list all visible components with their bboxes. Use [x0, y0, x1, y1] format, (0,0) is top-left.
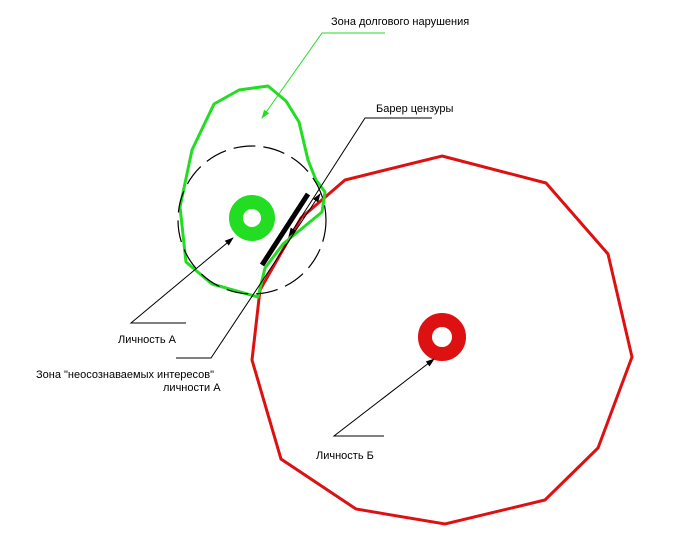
- censorship-barrier-line: [259, 192, 311, 267]
- person-b-leader: [332, 358, 435, 437]
- unconscious-zone-label-line2: личности А: [163, 382, 221, 394]
- person-a-label: Личность А: [118, 334, 177, 346]
- person-b-label: Личность Б: [316, 450, 374, 462]
- person-a-leader: [129, 237, 234, 324]
- zone-violation-label: Зона долгового нарушения: [331, 16, 469, 28]
- censorship-barrier-label: Барер цензуры: [376, 103, 454, 115]
- unconscious-zone-label-line1: Зона "неосознаваемых интересов": [36, 369, 214, 381]
- zone-violation-leader: [261, 32, 385, 119]
- unconscious-zone-leader: [176, 193, 321, 359]
- unconscious-zone-circle: [177, 145, 327, 295]
- person-b-ring: [418, 313, 466, 361]
- person-a-ring: [229, 195, 275, 241]
- person-a-zone-boundary: [178, 84, 327, 299]
